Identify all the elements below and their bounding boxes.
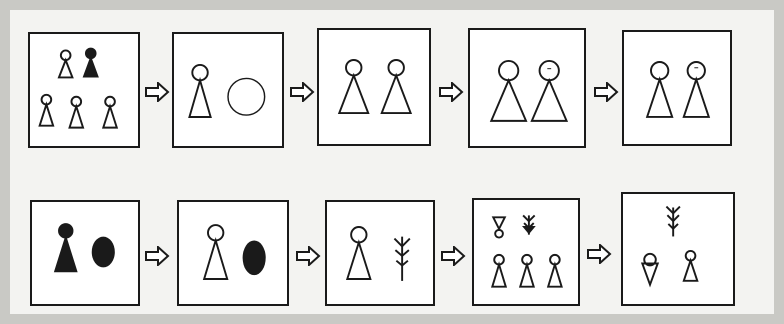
oval-filled-icon [92, 237, 115, 268]
pawn-outline-icon [647, 62, 672, 117]
frame-1-3 [317, 28, 431, 146]
frame-1-4 [468, 28, 586, 148]
pawn-outline-icon [532, 61, 567, 121]
arrow-right-icon [440, 246, 466, 266]
puzzle-sheet [10, 10, 774, 314]
plant-sprout-icon [523, 215, 535, 234]
pawn-outline-icon [347, 227, 370, 279]
pawn-outline-icon [382, 60, 411, 113]
pawn-outline-icon [684, 251, 698, 281]
pawn-outline-icon [189, 65, 210, 117]
pawn-outline-icon [204, 225, 227, 279]
pawn-outline-icon [684, 62, 709, 117]
frame-2-4 [472, 198, 580, 306]
arrow-right-icon [438, 82, 464, 102]
pawn-outline-icon [70, 97, 84, 128]
inverted-pawn-icon [493, 217, 505, 237]
pawn-outline-icon [103, 97, 117, 128]
pawn-outline-icon [339, 60, 368, 113]
pawn-outline-icon [491, 61, 526, 121]
oval-filled-icon [243, 240, 266, 275]
arrow-right-icon [295, 246, 321, 266]
frame-2-3 [325, 200, 435, 306]
frame-2-2 [177, 200, 289, 306]
arrow-right-icon [586, 244, 612, 264]
inverted-pawn-icon [642, 254, 657, 285]
plant-sprout-icon [666, 207, 680, 237]
plant-sprout-icon [394, 237, 409, 281]
arrow-right-icon [144, 246, 170, 266]
arrow-right-icon [144, 82, 170, 102]
arrow-right-icon [593, 82, 619, 102]
frame-1-5 [622, 30, 732, 146]
frame-2-5 [621, 192, 735, 306]
frame-1-1 [28, 32, 140, 148]
circle-outline-icon [228, 78, 265, 115]
frame-2-1 [30, 200, 140, 306]
pawn-outline-icon [492, 255, 505, 287]
arrow-right-icon [289, 82, 315, 102]
pawn-filled-icon [55, 224, 76, 271]
frame-1-2 [172, 32, 284, 148]
pawn-outline-icon [520, 255, 533, 287]
pawn-outline-icon [59, 50, 73, 77]
pawn-filled-icon [84, 49, 98, 77]
pawn-outline-icon [40, 95, 54, 126]
pawn-outline-icon [548, 255, 561, 287]
